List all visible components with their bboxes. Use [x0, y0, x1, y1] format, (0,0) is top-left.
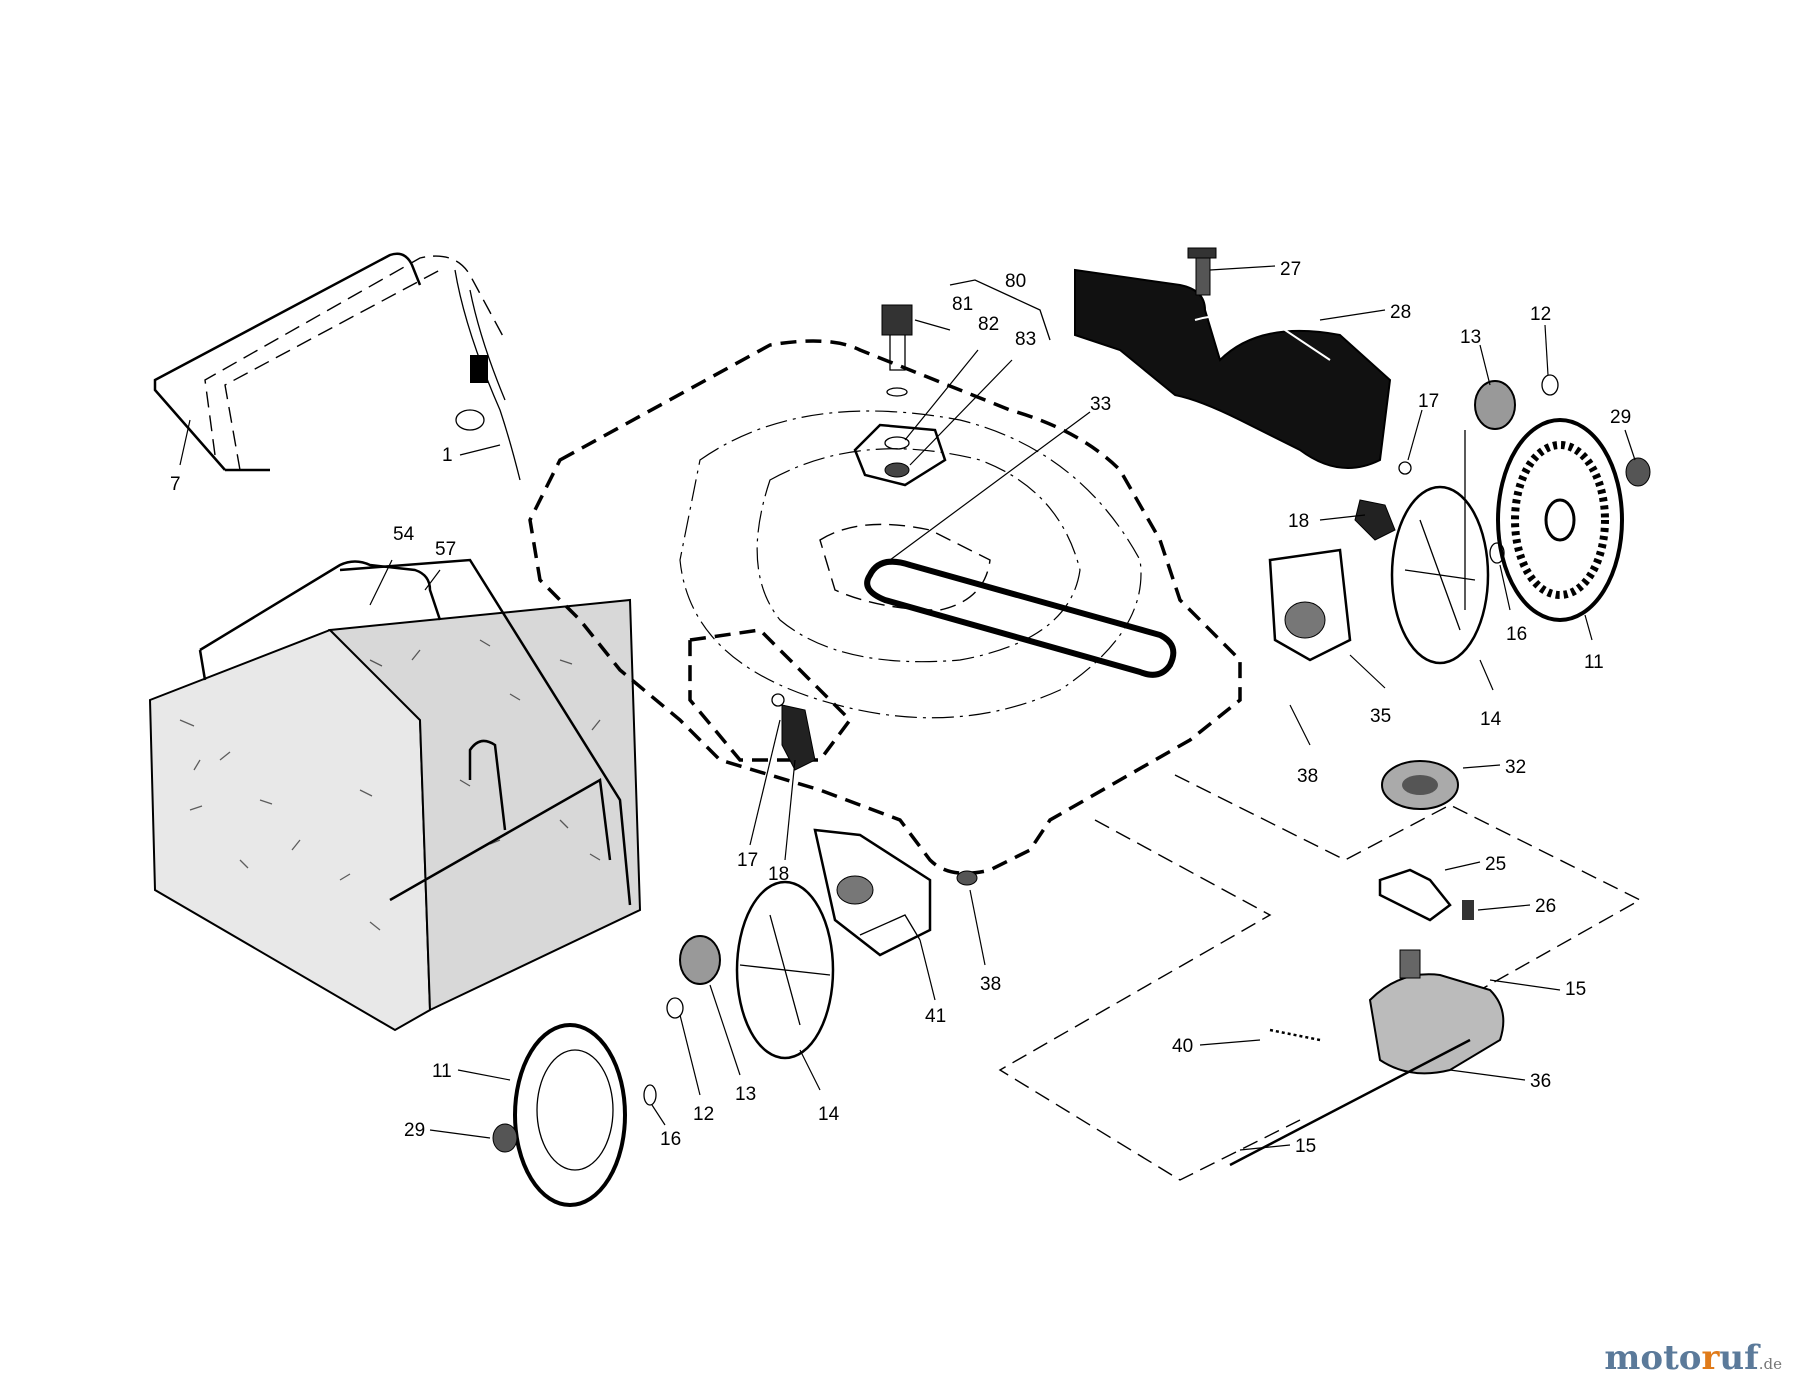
callout-11-right: 11 — [1584, 652, 1604, 673]
callout-14-left: 14 — [818, 1104, 840, 1125]
callout-7: 7 — [170, 474, 181, 495]
callout-16-left: 16 — [660, 1129, 681, 1150]
callout-12-left: 12 — [693, 1104, 714, 1125]
watermark-tld: .de — [1758, 1355, 1782, 1373]
callout-38-left: 38 — [980, 974, 1001, 995]
callout-81: 81 — [952, 294, 973, 315]
watermark-logo: motoruf.de — [1604, 1338, 1782, 1378]
transmission-group-outline — [998, 774, 1642, 1181]
callout-32: 32 — [1505, 757, 1526, 778]
callout-15-lower: 15 — [1295, 1136, 1316, 1157]
drive-belt — [864, 558, 1177, 678]
watermark-text-rest: uf — [1719, 1338, 1759, 1378]
blade-adapter-parts — [853, 279, 1051, 487]
callout-36: 36 — [1530, 1071, 1551, 1092]
callout-13-right: 13 — [1460, 327, 1481, 348]
lower-handle-part — [153, 252, 521, 481]
callout-57: 57 — [435, 539, 456, 560]
right-wheel-assembly — [1268, 374, 1651, 665]
callout-83: 83 — [1015, 329, 1036, 350]
callout-28: 28 — [1390, 302, 1411, 323]
callout-27: 27 — [1280, 259, 1301, 280]
callout-82: 82 — [978, 314, 999, 335]
callout-40: 40 — [1172, 1036, 1193, 1057]
callout-29-left: 29 — [404, 1120, 425, 1141]
callout-29-right: 29 — [1610, 407, 1631, 428]
callout-33: 33 — [1090, 394, 1111, 415]
callout-16-right: 16 — [1506, 624, 1527, 645]
callout-13-left: 13 — [735, 1084, 756, 1105]
watermark-text-accent: r — [1701, 1338, 1720, 1378]
callout-41: 41 — [925, 1006, 946, 1027]
discharge-chute — [1074, 247, 1392, 469]
callout-17-right: 17 — [1418, 391, 1439, 412]
callout-18-left: 18 — [768, 864, 789, 885]
callout-54: 54 — [393, 524, 415, 545]
transmission-assembly — [1229, 760, 1505, 1167]
callout-12-right: 12 — [1530, 304, 1551, 325]
grass-catcher — [148, 558, 642, 1032]
callout-15-upper: 15 — [1565, 979, 1586, 1000]
callout-1: 1 — [442, 445, 453, 466]
callout-35: 35 — [1370, 706, 1391, 727]
left-wheel-assembly — [492, 693, 978, 1207]
callout-26: 26 — [1535, 896, 1556, 917]
callout-25: 25 — [1485, 854, 1506, 875]
callout-80: 80 — [1005, 271, 1026, 292]
callout-17-left: 17 — [737, 850, 758, 871]
watermark-text-main: moto — [1604, 1338, 1702, 1378]
part-callouts: 1 7 54 57 80 81 82 83 33 27 28 13 12 17 … — [170, 259, 1636, 1157]
callout-14-right: 14 — [1480, 709, 1502, 730]
callout-18-right: 18 — [1288, 511, 1309, 532]
callout-11-left: 11 — [432, 1061, 452, 1082]
callout-38-right: 38 — [1297, 766, 1318, 787]
